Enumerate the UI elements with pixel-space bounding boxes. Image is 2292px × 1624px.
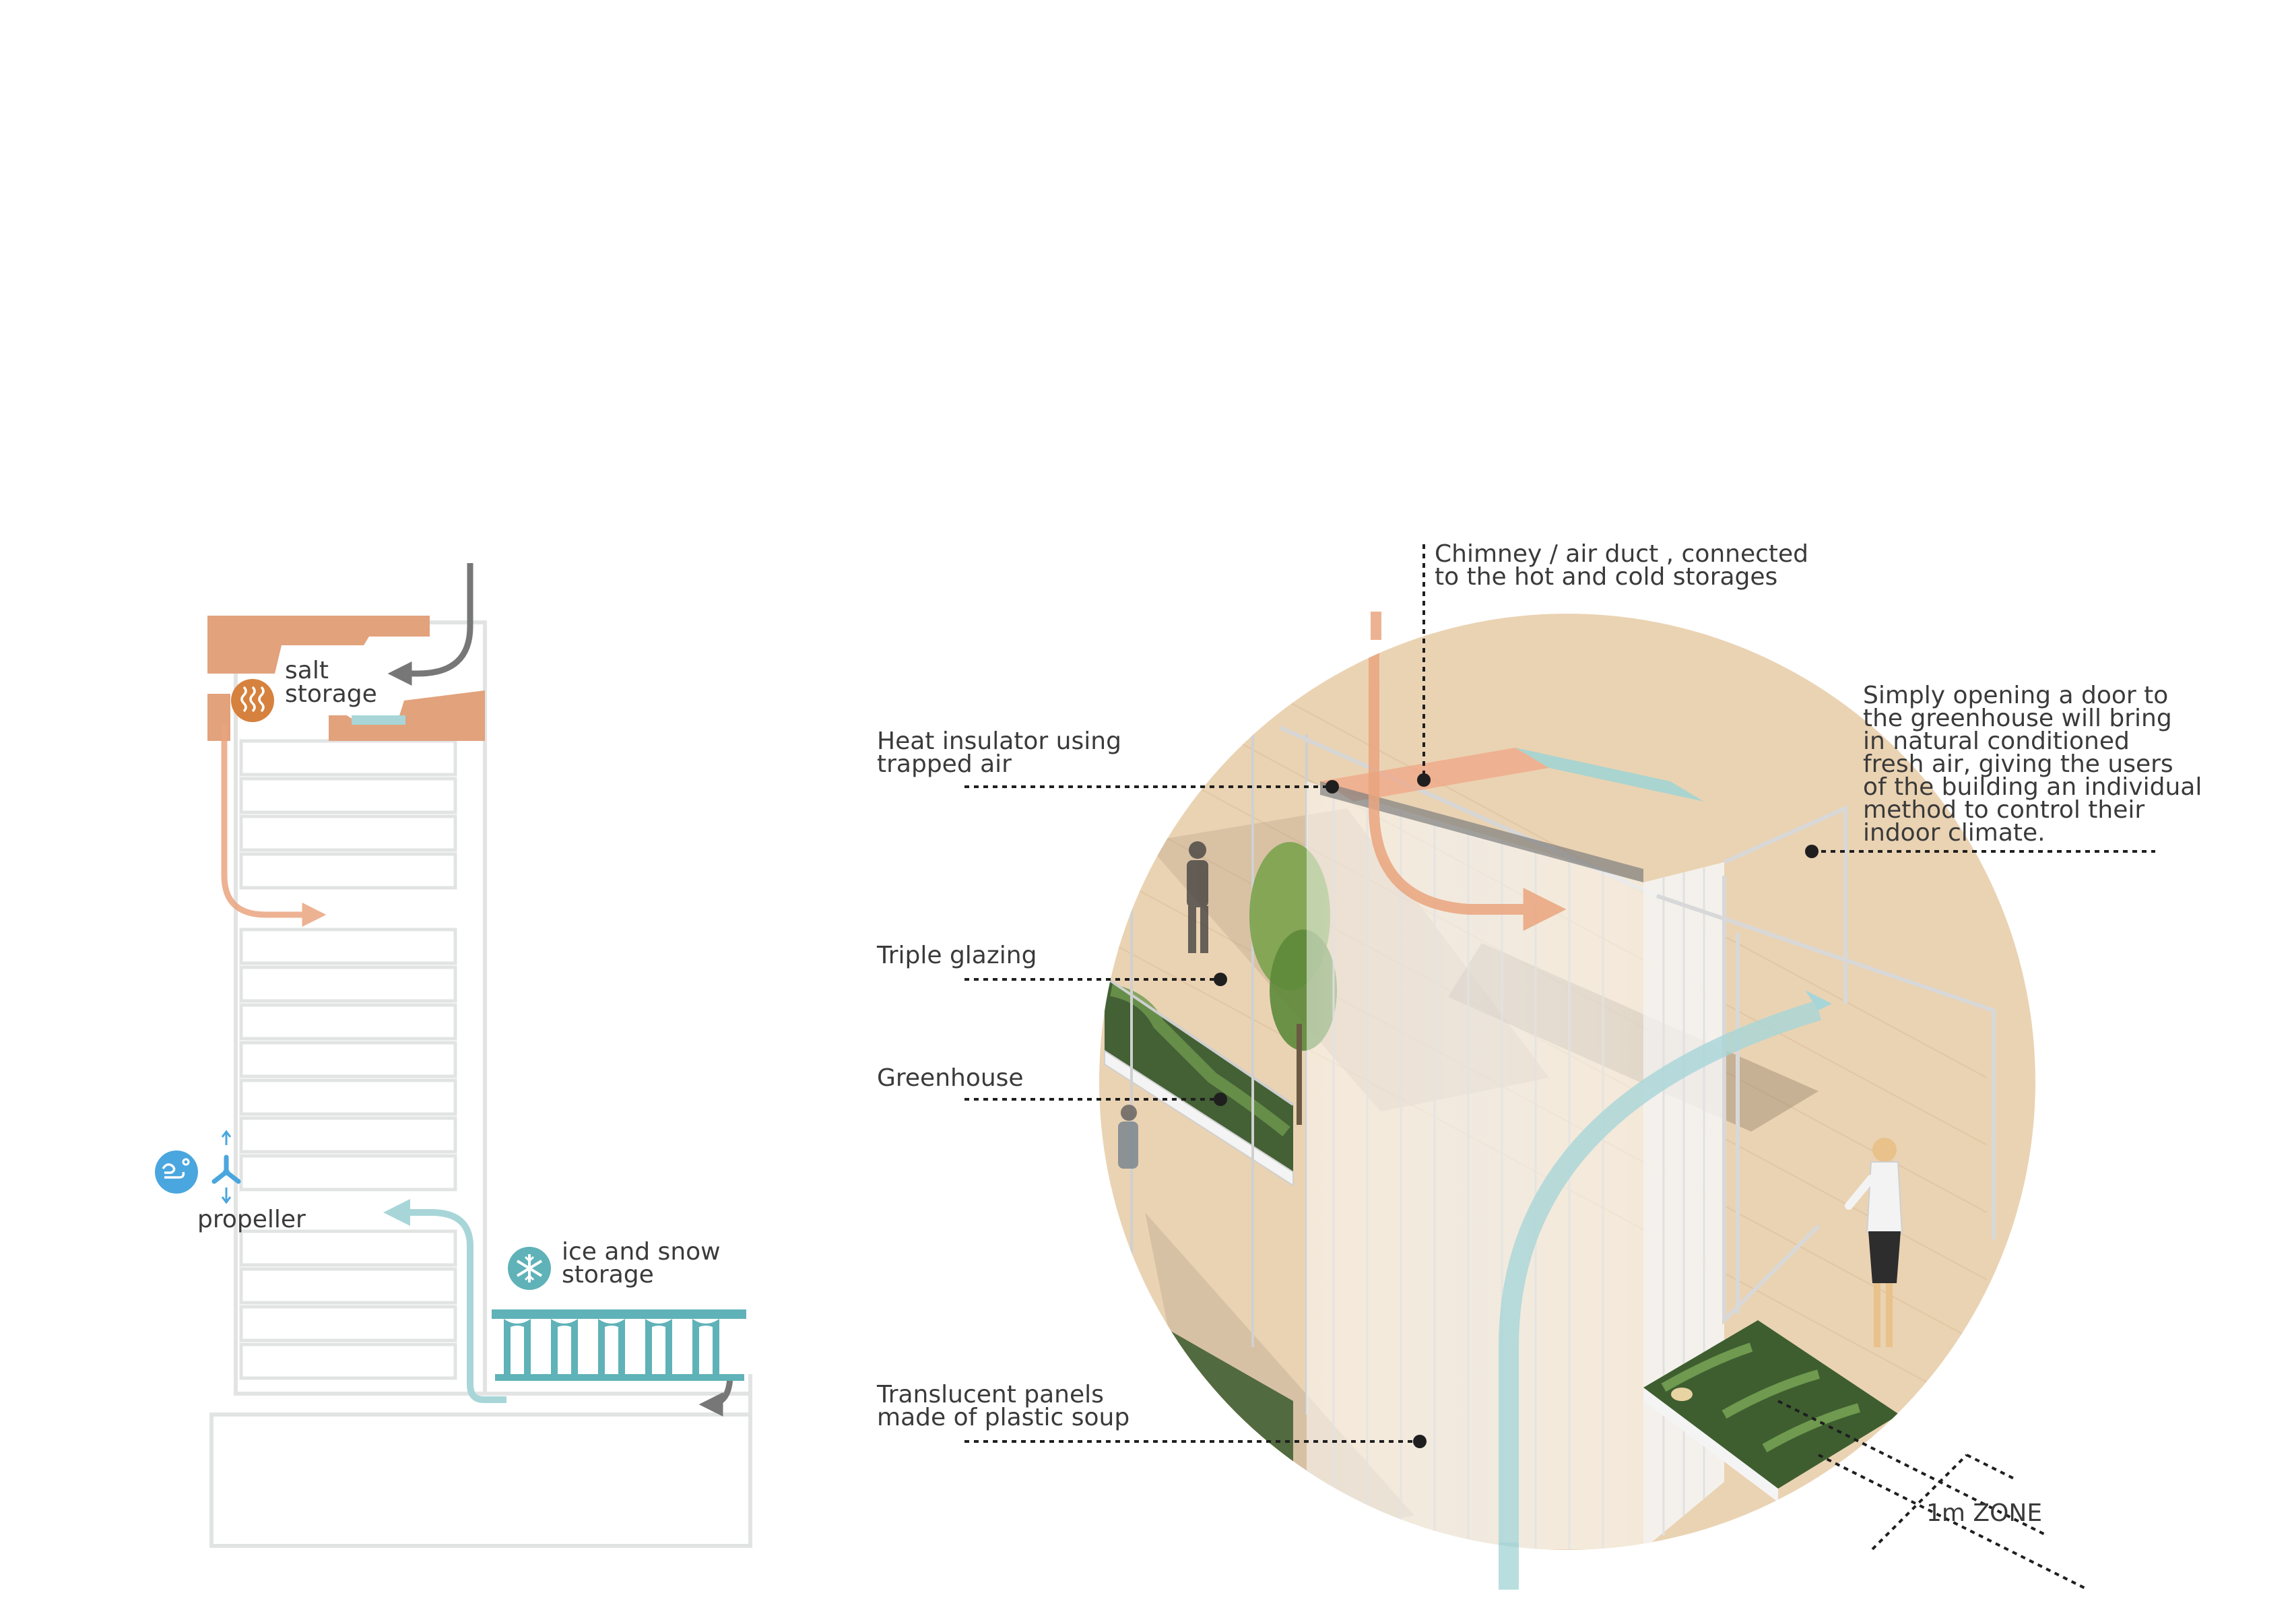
annotation-translucent: Translucent panels made of plastic soup bbox=[876, 1381, 1427, 1448]
greenhouse-illustration bbox=[1099, 612, 2035, 1590]
salt-label-1: salt bbox=[285, 657, 329, 684]
building-section: salt storage ice and snow storage bbox=[155, 563, 752, 1548]
heat-waves-icon bbox=[231, 679, 274, 722]
annotation-chimney: Chimney / air duct , connected to the ho… bbox=[1417, 540, 1808, 787]
salt-label-2: storage bbox=[285, 680, 377, 708]
ice-label-1: ice and snow bbox=[562, 1238, 721, 1266]
ice-label-2: storage bbox=[562, 1261, 654, 1289]
wind-icon bbox=[155, 1150, 198, 1194]
snowflake-icon bbox=[508, 1247, 551, 1290]
people bbox=[1118, 841, 1208, 1169]
triple-glazing-label: Triple glazing bbox=[876, 942, 1037, 969]
salt-storage-block bbox=[207, 616, 485, 741]
annotation-triple-glazing: Triple glazing bbox=[876, 942, 1227, 986]
translucent-label-2: made of plastic soup bbox=[877, 1404, 1129, 1431]
heat-insulator-label-2: trapped air bbox=[877, 750, 1012, 778]
hot-air-arrow bbox=[1369, 614, 1567, 931]
return-air-arrow-top bbox=[387, 563, 473, 686]
heat-insulator-label-1: Heat insulator using bbox=[877, 727, 1121, 755]
annotation-greenhouse: Greenhouse bbox=[877, 1064, 1227, 1106]
door-label-5: of the building an individual bbox=[1863, 773, 2202, 801]
lower-planter bbox=[1643, 1320, 1899, 1502]
cold-air-arrow bbox=[383, 1199, 506, 1403]
zone-label: 1m ZONE bbox=[1926, 1499, 2042, 1527]
annotation-heat-insulator: Heat insulator using trapped air bbox=[877, 727, 1339, 793]
greenhouse-label: Greenhouse bbox=[877, 1064, 1024, 1092]
door-label-3: in natural conditioned bbox=[1863, 727, 2130, 755]
base-plinth bbox=[209, 1412, 752, 1548]
chimney-label-2: to the hot and cold storages bbox=[1435, 563, 1777, 591]
propeller-label: propeller bbox=[197, 1206, 306, 1233]
door-label-6: method to control their bbox=[1863, 796, 2144, 824]
annotation-zone: 1m ZONE bbox=[1777, 1400, 2089, 1591]
door-frame bbox=[1656, 805, 1996, 1326]
translucent-label-1: Translucent panels bbox=[876, 1381, 1104, 1408]
door-label-7: indoor climate. bbox=[1863, 819, 2045, 847]
chimney-label-1: Chimney / air duct , connected bbox=[1435, 540, 1808, 568]
door-label-2: the greenhouse will bring bbox=[1863, 705, 2172, 732]
floor-stack bbox=[239, 739, 457, 1380]
annotation-door: Simply opening a door to the greenhouse … bbox=[1805, 682, 2202, 858]
woman-figure bbox=[1845, 1138, 1903, 1347]
cold-air-stream bbox=[1499, 1000, 1822, 1550]
door-label-4: fresh air, giving the users bbox=[1863, 750, 2173, 778]
propeller-icon bbox=[211, 1130, 241, 1204]
warm-air-arrow bbox=[221, 724, 327, 927]
door-label-1: Simply opening a door to bbox=[1863, 682, 2168, 709]
ice-storage-block bbox=[492, 1309, 746, 1381]
